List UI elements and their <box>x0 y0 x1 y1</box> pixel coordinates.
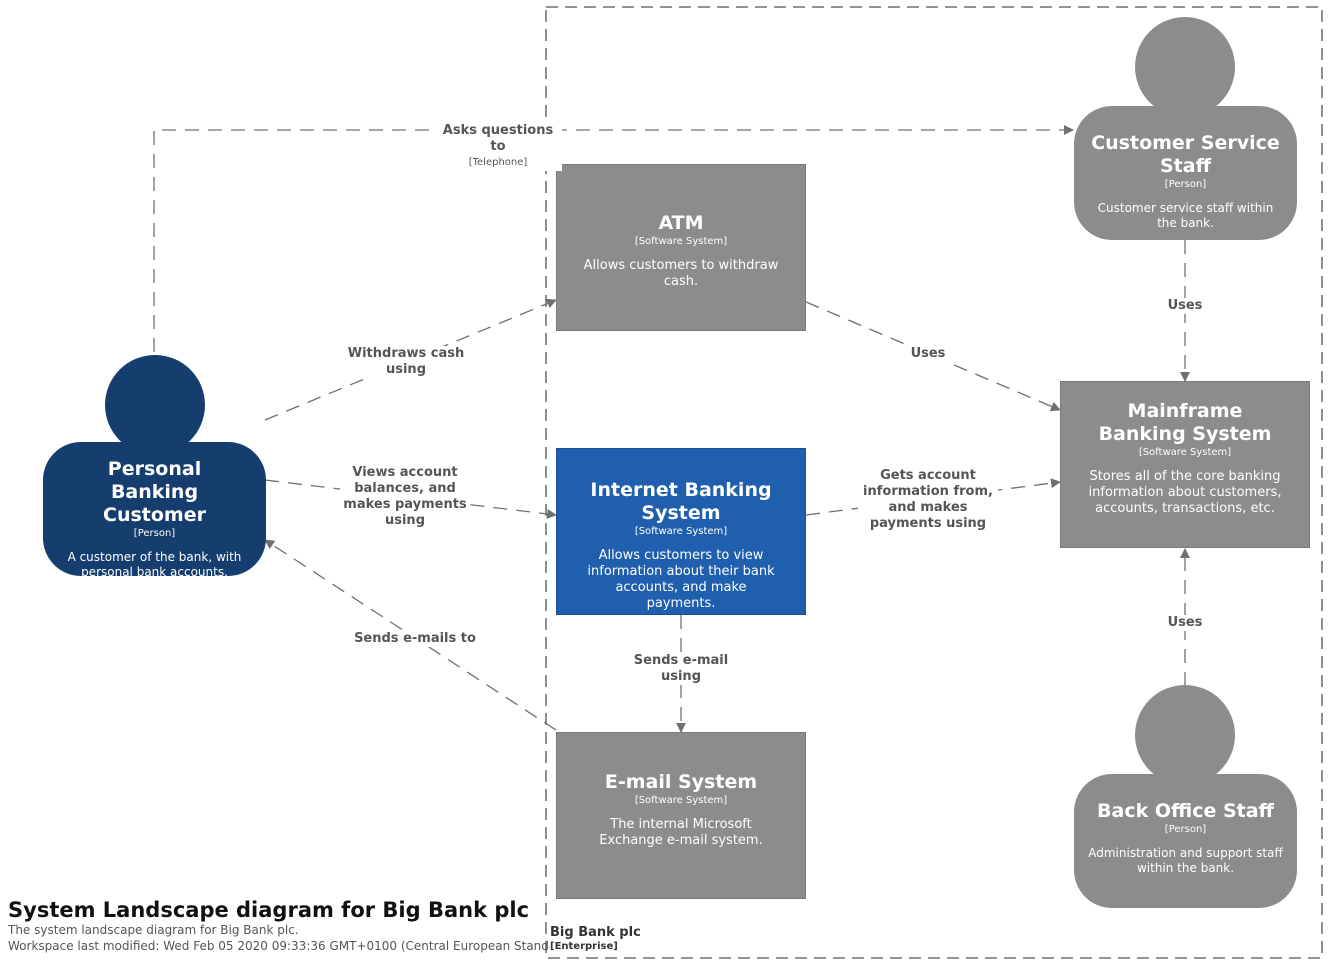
bo-staff-person-head <box>1135 685 1235 785</box>
internet-banking-type: [Software System] <box>634 526 728 537</box>
label-sends-email-using: Sends e-mail using <box>626 653 736 685</box>
cs-staff-name: Customer Service Staff <box>1091 132 1280 177</box>
label-asks-questions: Asks questions to [Telephone] <box>434 123 562 171</box>
label-atm-uses: Uses <box>898 346 958 362</box>
mainframe-description: Stores all of the core banking informati… <box>1088 469 1282 516</box>
system-mainframe-banking[interactable]: Mainframe Banking System [Software Syste… <box>1060 381 1310 548</box>
bo-staff-description: Administration and support staff within … <box>1088 846 1283 875</box>
cs-staff-description: Customer service staff within the bank. <box>1097 201 1274 230</box>
diagram-description: The system landscape diagram for Big Ban… <box>8 923 299 937</box>
person-back-office-staff[interactable]: Back Office Staff [Person] Administratio… <box>1074 774 1297 908</box>
cs-staff-person-head <box>1135 17 1235 117</box>
boundary-label: Big Bank plc [Enterprise] <box>550 925 645 953</box>
bo-staff-type: [Person] <box>1164 824 1207 835</box>
customer-person-head <box>105 355 205 455</box>
label-bo-uses: Uses <box>1160 615 1210 631</box>
bo-staff-name: Back Office Staff <box>1097 800 1274 822</box>
atm-name: ATM <box>658 212 704 234</box>
boundary-name: Big Bank plc <box>550 925 641 940</box>
mainframe-name: Mainframe Banking System <box>1098 400 1272 445</box>
customer-description: A customer of the bank, with personal ba… <box>67 550 242 579</box>
label-cs-uses: Uses <box>1160 298 1210 314</box>
atm-description: Allows customers to withdraw cash. <box>583 258 779 289</box>
atm-type: [Software System] <box>634 236 728 247</box>
workspace-modified: Workspace last modified: Wed Feb 05 2020… <box>8 939 607 953</box>
cs-staff-type: [Person] <box>1164 179 1207 190</box>
system-atm[interactable]: ATM [Software System] Allows customers t… <box>556 164 806 331</box>
edge-asks-questions <box>153 125 1074 352</box>
asks-questions-text: Asks questions to <box>442 123 554 154</box>
internet-banking-description: Allows customers to view information abo… <box>587 548 775 611</box>
email-type: [Software System] <box>634 795 728 806</box>
label-sends-emails-to: Sends e-mails to <box>350 631 480 647</box>
person-personal-banking-customer[interactable]: Personal Banking Customer [Person] A cus… <box>43 442 266 579</box>
email-name: E-mail System <box>604 771 758 793</box>
email-description: The internal Microsoft Exchange e-mail s… <box>599 817 763 848</box>
label-views-account: Views account balances, and makes paymen… <box>340 465 470 529</box>
edge-withdraws-cash <box>264 298 557 421</box>
system-email[interactable]: E-mail System [Software System] The inte… <box>556 732 806 899</box>
mainframe-type: [Software System] <box>1138 447 1232 458</box>
diagram-title: System Landscape diagram for Big Bank pl… <box>8 898 530 922</box>
system-internet-banking[interactable]: Internet Banking System [Software System… <box>556 448 806 615</box>
asks-questions-technology: [Telephone] <box>468 157 528 168</box>
customer-type: [Person] <box>133 528 176 539</box>
internet-banking-name: Internet Banking System <box>590 479 772 524</box>
boundary-type: [Enterprise] <box>550 941 618 952</box>
diagram-footer: System Landscape diagram for Big Bank pl… <box>8 898 606 954</box>
label-gets-account-info: Gets account information from, and makes… <box>858 468 998 532</box>
enterprise-boundary <box>545 6 1323 959</box>
person-customer-service-staff[interactable]: Customer Service Staff [Person] Customer… <box>1074 106 1297 240</box>
label-withdraws-cash: Withdraws cash using <box>346 346 466 378</box>
customer-name: Personal Banking Customer <box>103 458 206 526</box>
